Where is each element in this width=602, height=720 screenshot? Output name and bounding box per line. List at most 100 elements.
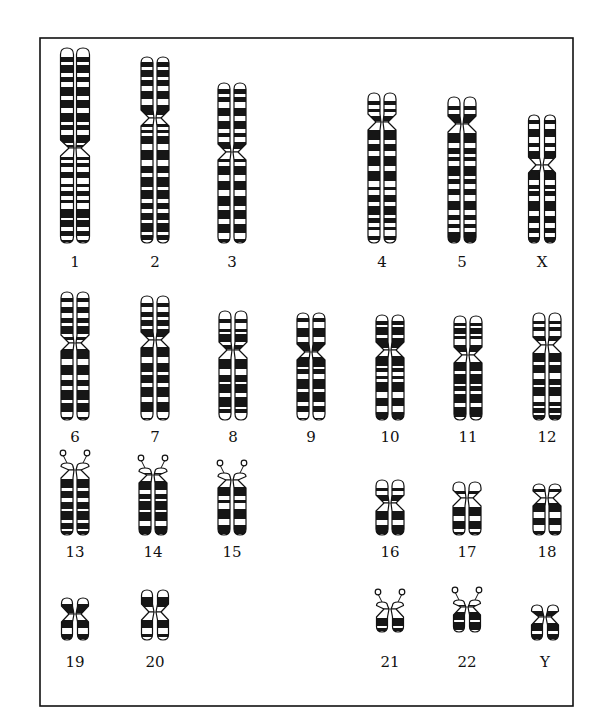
- chromosome-band: [374, 171, 403, 181]
- band-group: [374, 130, 403, 240]
- chromosome-band: [382, 321, 411, 325]
- band-group: [147, 303, 176, 337]
- chromosome-band: [454, 232, 483, 242]
- chromosome-band: [224, 133, 253, 137]
- chromatid-outline: [76, 614, 89, 640]
- band-group: [459, 507, 488, 534]
- chromatid-outline: [454, 355, 467, 420]
- chromosome-band: [224, 525, 253, 534]
- chromatid-outline: [62, 614, 75, 640]
- chromosome-band: [303, 379, 332, 389]
- chromatid-arm: [377, 602, 390, 609]
- chromosome-band: [145, 481, 174, 490]
- chromosome-band: [303, 406, 332, 412]
- chromosome-band: [66, 135, 97, 143]
- chromosome-number: 16: [380, 543, 399, 561]
- chromatid-arm: [468, 498, 481, 535]
- chromosome-band: [374, 218, 403, 223]
- chromosome-band: [460, 612, 487, 620]
- chromosome-band: [225, 329, 254, 332]
- band-group: [66, 57, 97, 147]
- chromosome-band: [460, 345, 489, 352]
- chromosome-band: [539, 365, 568, 373]
- chromosome-band: [460, 336, 489, 339]
- chromatid-outline: [377, 609, 390, 632]
- chromosome-number: 2: [150, 253, 160, 271]
- chromatid-arm: [453, 482, 466, 498]
- chromosome-band: [68, 634, 95, 639]
- chromosome-number: 19: [65, 653, 84, 671]
- band-group: [454, 106, 483, 123]
- band-group: [460, 323, 489, 352]
- chromatid-outline: [368, 122, 381, 243]
- chromosome-band: [454, 189, 483, 195]
- chromosome-band: [535, 185, 562, 189]
- chromatid-outline: [391, 315, 404, 350]
- chromatid-outline: [391, 503, 404, 535]
- chromosome-band: [382, 495, 411, 501]
- chromatid-outline: [156, 340, 169, 420]
- chromosome-band: [535, 170, 562, 180]
- chromosome-band: [147, 124, 176, 127]
- chromatid-outline: [156, 296, 169, 340]
- chromosome-band: [374, 130, 403, 140]
- chromosome: [447, 482, 487, 535]
- band-group: [460, 612, 487, 630]
- chromosome-band: [460, 323, 489, 326]
- chromosome-band: [225, 319, 254, 323]
- chromatid-outline: [61, 292, 74, 343]
- chromosome: [55, 292, 95, 420]
- chromosome: [370, 315, 410, 420]
- chromosome-band: [374, 109, 403, 112]
- chromatid-outline: [383, 93, 396, 122]
- chromosome-band: [460, 374, 489, 384]
- chromosome-band: [224, 121, 253, 129]
- chromosome-band: [147, 166, 176, 173]
- chromosome-band: [147, 223, 176, 232]
- band-group: [67, 349, 96, 419]
- chromosome-band: [224, 142, 253, 149]
- chromosome: [54, 48, 96, 243]
- chromatid-outline: [312, 313, 325, 352]
- chromosome-band: [224, 89, 253, 94]
- chromatid-outline: [543, 165, 556, 243]
- chromosome-band: [535, 191, 562, 196]
- chromosome-band: [225, 345, 254, 349]
- band-group: [538, 611, 565, 616]
- chromatid-outline: [61, 470, 74, 535]
- chromosome-band: [535, 237, 562, 242]
- chromosome-band: [225, 334, 254, 342]
- chromatid-outline: [156, 612, 169, 640]
- chromosome-number: 6: [70, 428, 80, 446]
- chromatid-outline: [548, 313, 561, 345]
- band-group: [539, 489, 568, 492]
- chromosome-band: [67, 523, 96, 529]
- chromosome: [291, 313, 331, 420]
- chromosome: [135, 57, 175, 243]
- chromosome: [442, 97, 482, 243]
- chromosome-band: [147, 375, 176, 383]
- chromosome-band: [538, 623, 565, 631]
- chromosome-band: [224, 239, 253, 242]
- band-group: [454, 133, 483, 242]
- chromatid-outline: [156, 57, 169, 118]
- chromatid-outline: [529, 165, 542, 243]
- chromosome-band: [454, 166, 483, 176]
- chromosome-band: [66, 77, 97, 82]
- chromosome-number: 7: [150, 428, 160, 446]
- satellite: [162, 455, 168, 461]
- chromosome-band: [539, 503, 568, 512]
- band-group: [460, 605, 487, 606]
- chromatid-outline: [454, 316, 467, 355]
- chromatid-outline: [61, 463, 74, 470]
- chromosome-number: 5: [457, 253, 467, 271]
- chromosome-band: [67, 417, 96, 419]
- chromosome-band: [147, 312, 176, 317]
- chromosome-band: [535, 151, 562, 159]
- chromosome-band: [67, 298, 96, 302]
- chromosome-band: [67, 365, 96, 375]
- chromatid-outline: [391, 480, 404, 503]
- band-group: [145, 473, 174, 474]
- chromosome-band: [454, 201, 483, 210]
